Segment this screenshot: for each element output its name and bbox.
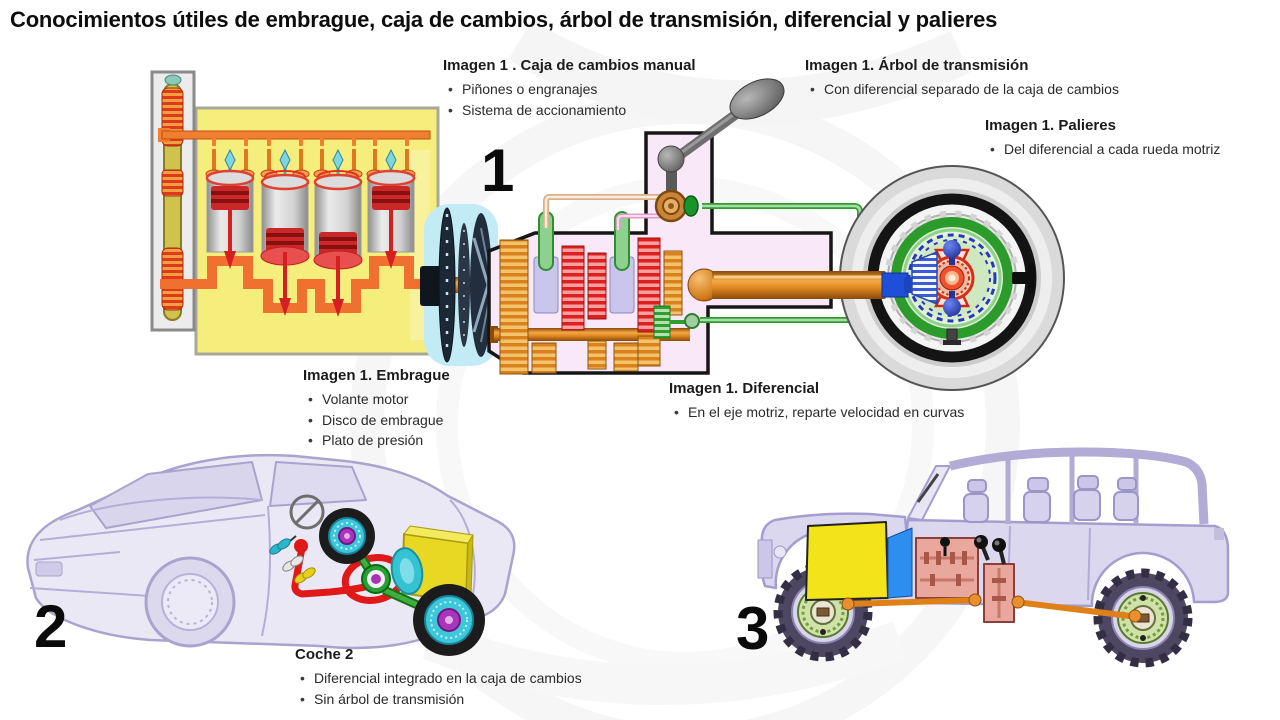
bullet-item: Plato de presión <box>303 430 450 451</box>
label-gearbox-heading: Imagen 1 . Caja de cambios manual <box>443 57 696 74</box>
label-halfshafts-heading: Imagen 1. Palieres <box>985 117 1116 134</box>
steering-wheel-icon <box>289 494 325 530</box>
label-clutch-heading: Imagen 1. Embrague <box>303 367 450 384</box>
pressure-plate <box>470 213 492 357</box>
bullet-item: Disco de embrague <box>303 410 450 431</box>
car3-transfer-case <box>983 563 1015 623</box>
car2-pedals <box>269 535 316 584</box>
scene-number-2: 2 <box>34 593 68 660</box>
label-driveshaft: Imagen 1. Árbol de transmisión Con difer… <box>805 57 1119 100</box>
bullet-item: En el eje motriz, reparte velocidad en c… <box>669 402 964 423</box>
car2-linkage <box>291 547 374 598</box>
label-halfshafts: Imagen 1. Palieres Del diferencial a cad… <box>985 117 1220 160</box>
label-clutch: Imagen 1. Embrague Volante motor Disco d… <box>303 367 450 451</box>
label-gearbox: Imagen 1 . Caja de cambios manual Piñone… <box>443 57 696 120</box>
flywheel <box>438 207 456 363</box>
input-gear <box>499 239 529 375</box>
car3-shift-levers <box>974 535 1006 565</box>
gear-lever <box>654 78 785 223</box>
car3-wheel <box>1098 573 1188 663</box>
label-car2-heading: Coche 2 <box>295 646 354 663</box>
engine-diagram <box>150 70 442 356</box>
pinion-cone <box>911 250 938 306</box>
car3-axle-shafts <box>841 593 1142 623</box>
bullet-item: Volante motor <box>303 389 450 410</box>
page-title: Conocimientos útiles de embrague, caja d… <box>10 7 998 32</box>
bullet-item: Del diferencial a cada rueda motriz <box>985 139 1220 160</box>
camshaft <box>161 130 431 140</box>
bullet-item: Sistema de accionamiento <box>443 100 696 121</box>
coupling <box>881 272 909 298</box>
speedo-gear <box>653 305 671 339</box>
car3-gearbox <box>915 537 979 599</box>
clutch-disc <box>458 223 470 347</box>
scene-number-3: 3 <box>736 595 770 662</box>
crankshaft <box>160 256 442 313</box>
timing-belt <box>150 70 196 332</box>
car3-illustration <box>757 447 1230 663</box>
label-differential: Imagen 1. Diferencial En el eje motriz, … <box>669 380 964 423</box>
drive-shaft <box>687 250 938 306</box>
car3-clutch <box>887 527 913 599</box>
bullet-item: Piñones o engranajes <box>443 79 696 100</box>
bullet-item: Con diferencial separado de la caja de c… <box>805 79 1119 100</box>
label-driveshaft-heading: Imagen 1. Árbol de transmisión <box>805 57 1029 74</box>
label-car2: Coche 2 Diferencial integrado en la caja… <box>295 646 582 709</box>
differential-wheel-diagram <box>839 165 1065 391</box>
bullet-item: Sin árbol de transmisión <box>295 689 582 710</box>
car3-seats <box>963 475 1139 523</box>
car2-wheel <box>319 508 375 564</box>
gearbox-diagram <box>487 78 863 375</box>
car3-engine <box>805 521 889 601</box>
car2-wheel <box>413 584 485 656</box>
label-differential-heading: Imagen 1. Diferencial <box>669 380 820 397</box>
bullet-item: Diferencial integrado en la caja de camb… <box>295 668 582 689</box>
gear-knob <box>729 78 785 120</box>
axle-stub <box>1012 272 1028 284</box>
car2-illustration <box>26 453 516 656</box>
scene-number-1: 1 <box>481 137 515 204</box>
roll-cage <box>948 447 1209 525</box>
